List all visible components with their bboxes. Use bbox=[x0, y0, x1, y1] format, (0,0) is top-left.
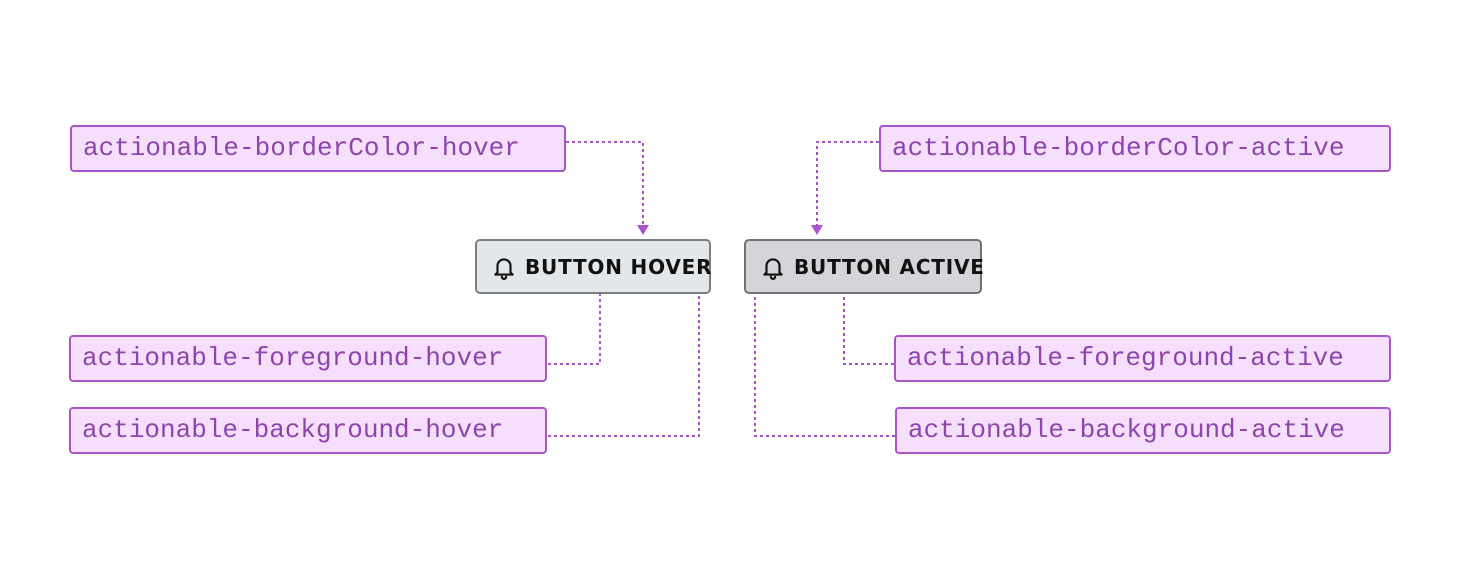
connector-border-hover bbox=[566, 141, 644, 226]
token-foreground-hover: actionable-foreground-hover bbox=[69, 335, 547, 382]
arrowhead-border-hover bbox=[637, 225, 649, 235]
button-active[interactable]: BUTTON ACTIVE bbox=[744, 239, 985, 294]
connector-foreground-active bbox=[843, 290, 894, 365]
connector-foreground-hover bbox=[548, 290, 601, 365]
bell-icon bbox=[491, 254, 517, 280]
token-border-hover: actionable-borderColor-hover bbox=[70, 125, 566, 172]
button-hover-label: BUTTON HOVER bbox=[525, 254, 713, 279]
connector-border-active bbox=[816, 141, 879, 226]
token-background-active: actionable-background-active bbox=[895, 407, 1391, 454]
token-background-hover: actionable-background-hover bbox=[69, 407, 547, 454]
arrowhead-border-active bbox=[811, 225, 823, 235]
connector-background-hover bbox=[548, 290, 700, 437]
connector-background-active bbox=[754, 290, 895, 437]
button-hover[interactable]: BUTTON HOVER bbox=[475, 239, 711, 294]
button-active-label: BUTTON ACTIVE bbox=[794, 254, 985, 279]
bell-icon bbox=[760, 254, 786, 280]
token-foreground-active: actionable-foreground-active bbox=[894, 335, 1391, 382]
token-border-active: actionable-borderColor-active bbox=[879, 125, 1391, 172]
